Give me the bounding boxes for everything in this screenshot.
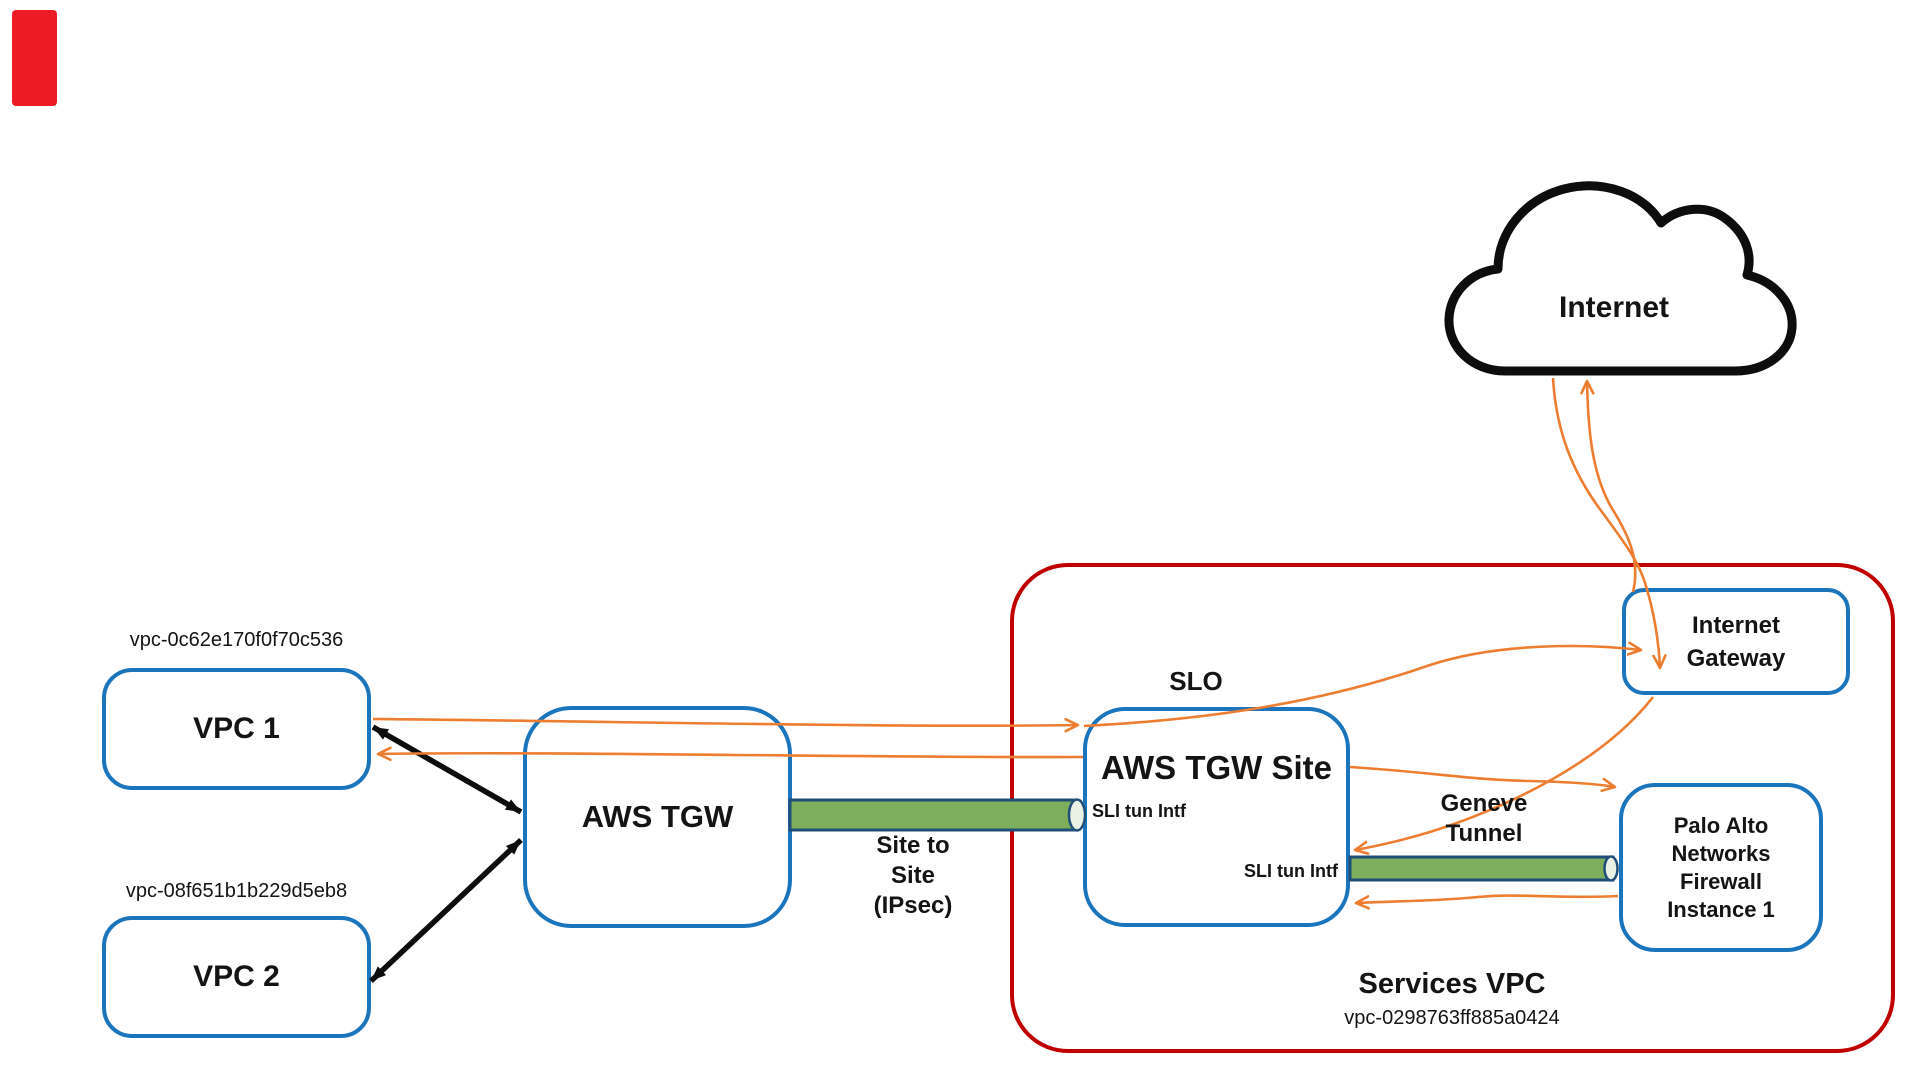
slo-label: SLO <box>1169 666 1223 696</box>
sli-tun-intf-bottom-label: SLI tun Intf <box>1244 861 1338 881</box>
vpc2-box: VPC 2 <box>102 916 371 1038</box>
site-to-site-label: Site to Site (IPsec) <box>873 832 953 919</box>
services-vpc-id: vpc-0298763ff885a0424 <box>1344 1007 1560 1029</box>
internet-gateway-box: Internet Gateway <box>1622 588 1850 695</box>
palo-alto-line3: Firewall <box>1680 868 1762 894</box>
vpc1-id: vpc-0c62e170f0f70c536 <box>129 629 344 651</box>
link-vpc1-tgw <box>371 724 523 815</box>
vpc1-box: VPC 1 <box>102 668 371 790</box>
link-vpc2-tgw <box>369 837 523 984</box>
palo-alto-line1: Palo Alto <box>1673 812 1769 838</box>
services-vpc-title: Services VPC <box>1358 968 1546 1000</box>
internet-gateway-line2: Gateway <box>1686 644 1786 672</box>
flow-igw-to-cloud <box>1587 381 1637 593</box>
vpc2-id: vpc-08f651b1b229d5eb8 <box>125 880 348 902</box>
sli-tun-intf-top-label: SLI tun Intf <box>1092 801 1186 821</box>
palo-alto-line2: Networks <box>1671 840 1771 866</box>
palo-alto-line4: Instance 1 <box>1667 896 1775 922</box>
internet-cloud-shape <box>1444 181 1797 376</box>
red-marker <box>12 10 57 106</box>
palo-alto-firewall-box: Palo Alto Networks Firewall Instance 1 <box>1619 783 1823 952</box>
aws-tgw-title: AWS TGW <box>581 799 734 834</box>
aws-tgw-site-title: AWS TGW Site <box>1101 749 1332 786</box>
internet-cloud-label: Internet <box>1558 291 1669 324</box>
vpc2-title: VPC 2 <box>193 960 280 993</box>
geneve-tunnel-label: Geneve Tunnel <box>1440 790 1528 847</box>
internet-gateway-line1: Internet <box>1691 611 1780 639</box>
vpc1-title: VPC 1 <box>193 712 280 745</box>
aws-tgw-box: AWS TGW <box>523 706 792 928</box>
